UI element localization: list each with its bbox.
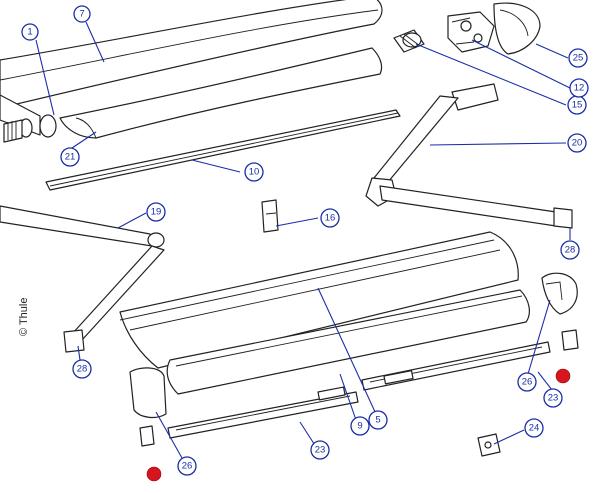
part-end-cap-top	[493, 2, 541, 55]
callout-label: 24	[529, 423, 540, 434]
callout-1: 1	[21, 23, 39, 41]
callout-label: 21	[65, 152, 76, 163]
part-clip	[261, 199, 279, 233]
callout-label: 12	[574, 83, 585, 94]
part-gear-bracket	[447, 11, 495, 53]
callout-label: 15	[572, 100, 583, 111]
callout-21: 21	[60, 147, 80, 167]
callout-24: 24	[524, 418, 544, 438]
callout-label: 7	[79, 9, 84, 20]
callout-label: 1	[27, 27, 32, 38]
part-left-arm	[0, 205, 165, 353]
red-marker-right	[555, 368, 571, 384]
callout-28-right: 28	[560, 240, 580, 260]
callout-label: 20	[572, 138, 583, 149]
callout-label: 23	[315, 445, 326, 456]
callout-label: 9	[357, 421, 362, 432]
red-marker-left	[146, 466, 162, 482]
part-roller-cover	[0, 0, 383, 109]
copyright-text: © Thule	[18, 298, 30, 336]
callout-20: 20	[567, 133, 587, 153]
callout-label: 5	[375, 415, 380, 426]
callout-28-left: 28	[72, 359, 92, 379]
part-end-cap-right	[541, 272, 578, 315]
callout-5: 5	[368, 410, 388, 430]
callout-26-right: 26	[517, 372, 537, 392]
callout-label: 26	[182, 461, 193, 472]
callout-9: 9	[350, 416, 370, 436]
part-bracket-28	[139, 329, 579, 447]
callout-16: 16	[320, 208, 340, 228]
callout-label: 28	[565, 245, 576, 256]
part-cassette-shell	[59, 47, 383, 139]
callout-label: 19	[151, 207, 162, 218]
part-right-arm	[365, 83, 573, 229]
callout-label: 16	[325, 213, 336, 224]
callout-19: 19	[146, 202, 166, 222]
callout-label: 25	[573, 53, 584, 64]
callout-15: 15	[567, 95, 587, 115]
part-slide-rail-right	[361, 341, 551, 391]
part-mount-24	[477, 433, 501, 457]
callout-25: 25	[568, 48, 588, 68]
part-motor-end	[393, 29, 425, 53]
callout-7: 7	[73, 5, 91, 23]
part-rail	[45, 109, 401, 191]
callout-10: 10	[244, 162, 264, 182]
callout-23-left: 23	[310, 440, 330, 460]
part-slide-rail-left	[167, 386, 359, 439]
callout-26-left: 26	[177, 456, 197, 476]
callout-label: 23	[548, 393, 559, 404]
part-end-cap-left	[129, 367, 167, 419]
callout-12: 12	[569, 78, 589, 98]
callout-label: 28	[77, 364, 88, 375]
callout-label: 26	[522, 377, 533, 388]
part-front-profile	[119, 231, 519, 369]
part-roller-tube	[0, 94, 57, 143]
leader-lines	[35, 21, 571, 459]
callout-label: 10	[249, 167, 260, 178]
callout-23-right: 23	[543, 388, 563, 408]
part-front-bar	[166, 289, 530, 395]
